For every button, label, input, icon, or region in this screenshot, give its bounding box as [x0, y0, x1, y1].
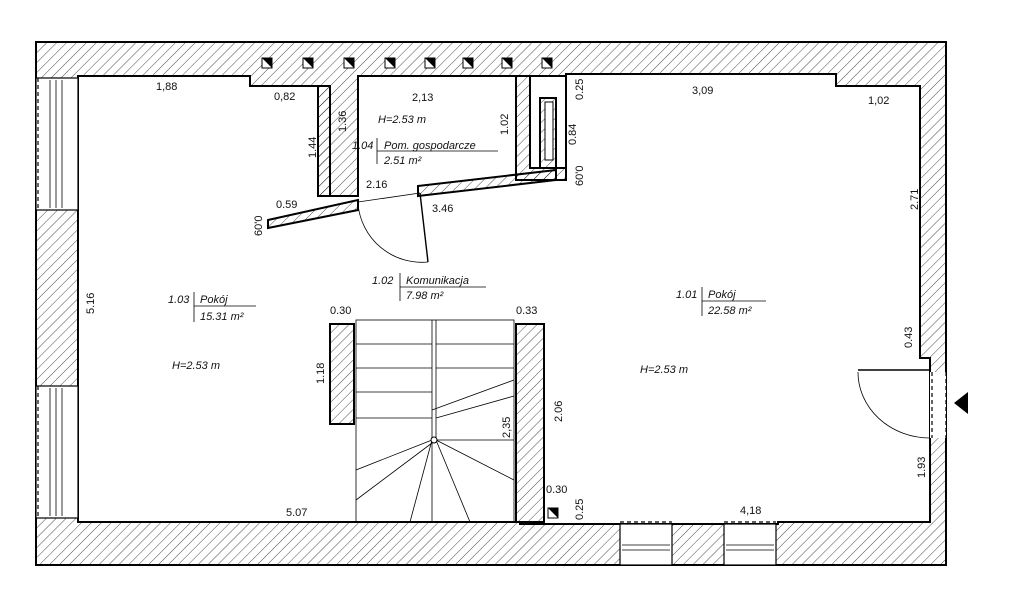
dim-043: 0.43 [903, 327, 915, 348]
entrance-door [857, 369, 968, 439]
dim-030a: 0.30 [330, 305, 351, 317]
dim-118: 1.18 [315, 363, 327, 384]
dim-033: 0.33 [516, 305, 537, 317]
slanted-wall [267, 198, 359, 230]
dim-507: 5.07 [286, 507, 307, 519]
room-label-104: H=2.53 m 1.04 Pom. gospodarcze 2.51 m² [352, 114, 498, 167]
dim-102b: 1.02 [499, 114, 511, 135]
dim-193: 1.93 [916, 457, 928, 478]
dim-102a: 1,02 [868, 95, 889, 107]
svg-text:Komunikacja: Komunikacja [406, 275, 469, 287]
dim-418: 4,18 [740, 505, 761, 517]
svg-text:2.51 m²: 2.51 m² [383, 155, 422, 167]
slanted-wall-right [417, 168, 557, 198]
stair-wall-left [329, 323, 355, 425]
room-label-101: 1.01 Pokój 22.58 m² H=2.53 m [640, 287, 766, 376]
window-left-lower [35, 385, 79, 519]
svg-text:1.02: 1.02 [372, 275, 393, 287]
dim-144: 1.44 [307, 137, 319, 158]
svg-text:Pokój: Pokój [200, 294, 228, 306]
dim-025a: 0.25 [574, 79, 586, 100]
dim-235: 2,35 [501, 417, 513, 438]
utility-room-wall-left [317, 85, 331, 197]
dim-213: 2,13 [412, 92, 433, 104]
svg-text:7.98 m²: 7.98 m² [406, 290, 444, 302]
window-bottom-left [619, 521, 673, 566]
dim-206: 2.06 [553, 401, 565, 422]
dim-025b: 0.25 [574, 499, 586, 520]
dim-059: 0.59 [276, 199, 297, 211]
svg-text:H=2.53 m: H=2.53 m [640, 364, 688, 376]
svg-text:22.58 m²: 22.58 m² [707, 305, 752, 317]
dim-030b: 0.30 [546, 484, 567, 496]
svg-text:H=2.53 m: H=2.53 m [172, 360, 220, 372]
svg-text:H=2.53 m: H=2.53 m [378, 114, 426, 126]
dim-516: 5.16 [85, 293, 97, 314]
dim-084: 0.84 [567, 124, 579, 145]
svg-text:1.04: 1.04 [352, 140, 373, 152]
staircase [355, 319, 515, 523]
window-bottom-right [723, 521, 777, 566]
svg-text:1.01: 1.01 [676, 289, 697, 301]
svg-text:15.31 m²: 15.31 m² [200, 311, 244, 323]
dim-309: 3,09 [692, 85, 713, 97]
room-label-103: 1.03 Pokój 15.31 m² H=2.53 m [168, 292, 256, 372]
dim-082: 0,82 [274, 91, 295, 103]
dim-216: 2.16 [366, 179, 387, 191]
stair-wall-right [515, 323, 545, 523]
ventilation-shafts [261, 57, 559, 519]
dim-060b: 60'0 [253, 216, 265, 236]
dim-346: 3.46 [432, 203, 453, 215]
dim-136: 1.36 [337, 111, 349, 132]
svg-text:1.03: 1.03 [168, 294, 190, 306]
room-label-102: 1.02 Komunikacja 7.98 m² [372, 273, 486, 302]
dim-060a: 60'0 [574, 166, 586, 186]
window-left-upper [35, 77, 79, 211]
svg-text:Pokój: Pokój [708, 289, 736, 301]
utility-door [357, 192, 429, 263]
svg-text:Pom. gospodarcze: Pom. gospodarcze [384, 140, 476, 152]
dim-188: 1,88 [156, 81, 177, 93]
dim-271: 2.71 [909, 189, 921, 210]
